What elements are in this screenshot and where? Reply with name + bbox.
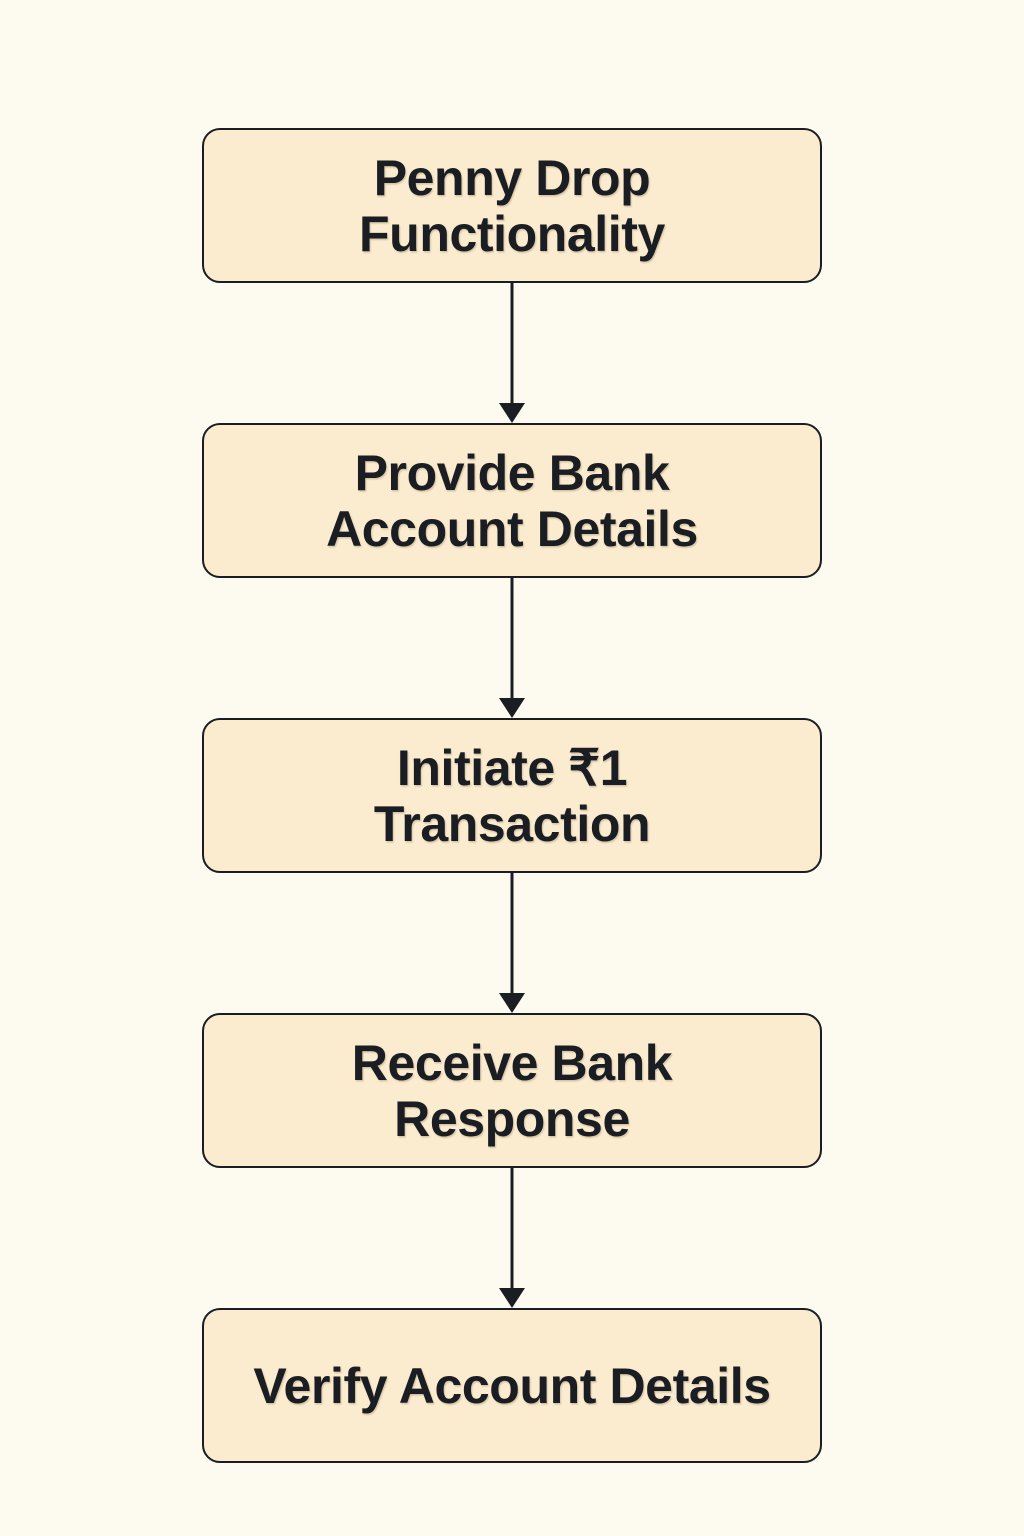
flow-node-label: Verify Account Details: [253, 1357, 771, 1414]
flow-node-verify-account-details[interactable]: Verify Account Details: [202, 1308, 822, 1463]
flow-node-label: Provide Bank Account Details: [326, 444, 698, 557]
arrow-line: [510, 283, 514, 405]
flow-node-receive-bank-response[interactable]: Receive Bank Response: [202, 1013, 822, 1168]
flow-arrow-3: [492, 873, 532, 1013]
flow-arrow-1: [492, 283, 532, 423]
flow-node-provide-bank-account-details[interactable]: Provide Bank Account Details: [202, 423, 822, 578]
arrow-line: [510, 578, 514, 700]
arrow-head-down-icon: [499, 993, 525, 1013]
flow-node-penny-drop-functionality[interactable]: Penny Drop Functionality: [202, 128, 822, 283]
arrow-line: [510, 1168, 514, 1290]
flow-node-label: Initiate ₹1 Transaction: [373, 739, 651, 852]
arrow-head-down-icon: [499, 1288, 525, 1308]
flow-node-label: Penny Drop Functionality: [359, 149, 665, 262]
arrow-line: [510, 873, 514, 995]
arrow-head-down-icon: [499, 698, 525, 718]
flow-node-initiate-transaction[interactable]: Initiate ₹1 Transaction: [202, 718, 822, 873]
flow-node-label: Receive Bank Response: [351, 1034, 673, 1147]
arrow-head-down-icon: [499, 403, 525, 423]
flow-arrow-4: [492, 1168, 532, 1308]
flow-arrow-2: [492, 578, 532, 718]
